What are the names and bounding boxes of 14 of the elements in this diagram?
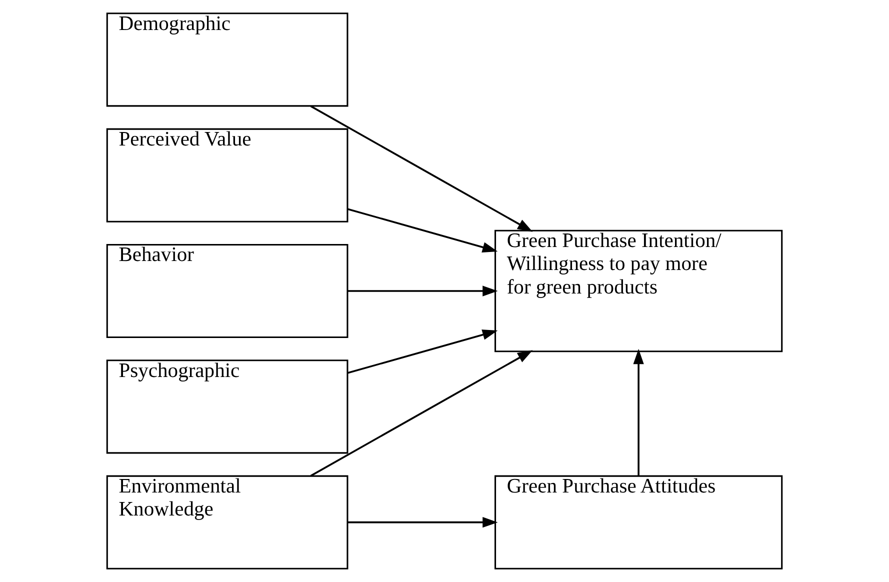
node-box: Green Purchase Intention/ Willingness to pay more for green products (494, 230, 783, 352)
node-box: Psychographic (106, 360, 348, 454)
arrow (310, 105, 533, 232)
node-box: Perceived Value (106, 128, 348, 222)
node-box: Environmental Knowledge (106, 475, 348, 570)
arrow (310, 350, 533, 477)
arrow (348, 330, 498, 374)
arrow (348, 208, 498, 252)
arrow (633, 348, 644, 476)
node-box: Green Purchase Attitudes (494, 475, 783, 570)
arrow (348, 517, 498, 528)
node-box: Behavior (106, 244, 348, 338)
node-box: Demographic (106, 12, 348, 107)
arrow (348, 286, 498, 296)
